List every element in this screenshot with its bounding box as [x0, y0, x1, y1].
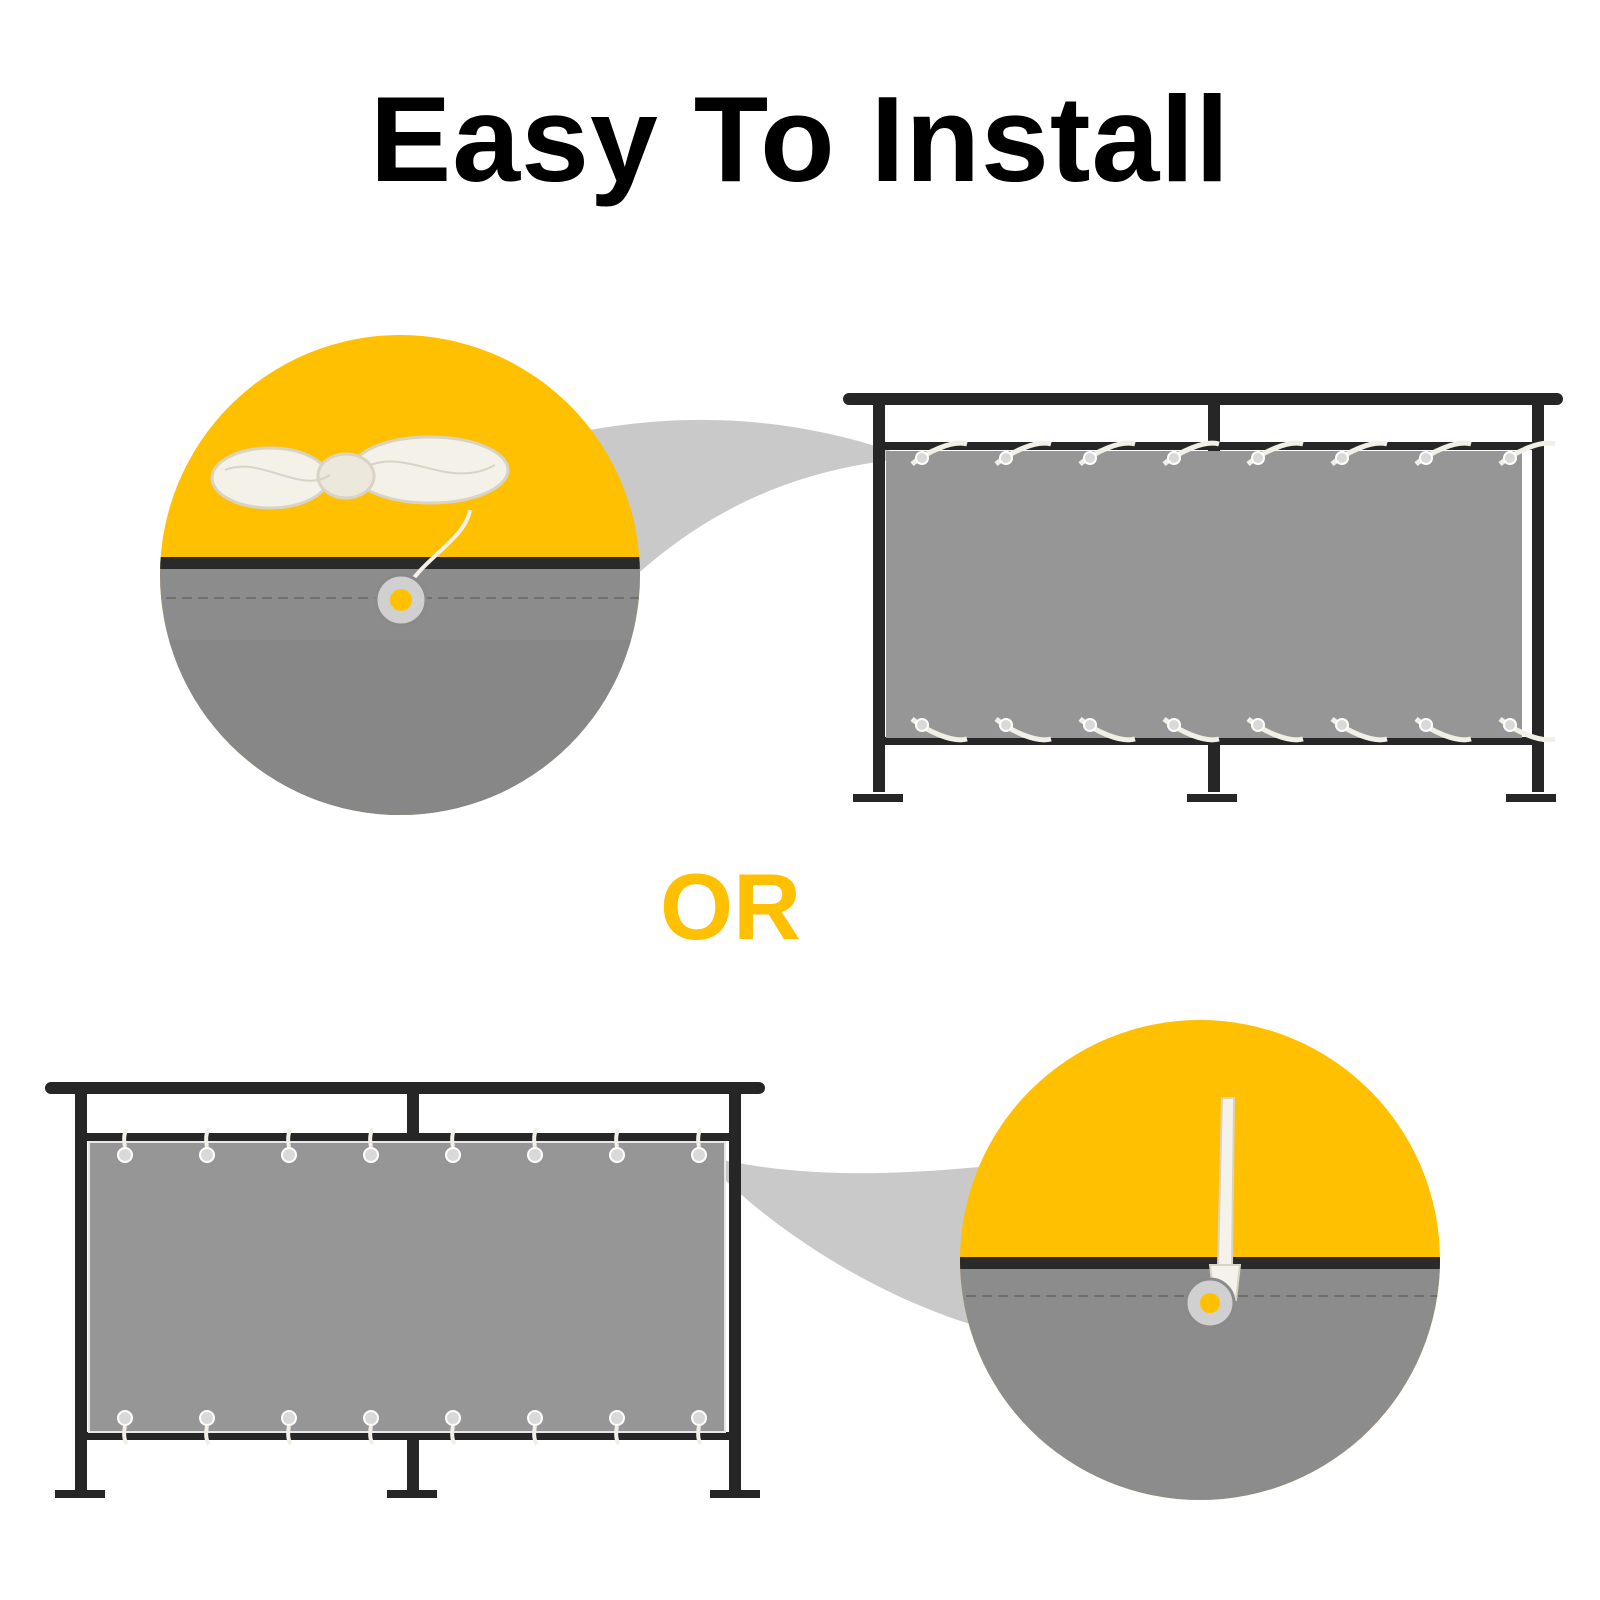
grommet-icon	[609, 1147, 625, 1163]
grommet-icon	[1419, 718, 1433, 732]
cable-tie	[696, 1425, 703, 1446]
grommet-icon	[117, 1410, 133, 1426]
grommet-icon	[1167, 718, 1181, 732]
grommet-icon	[1503, 718, 1517, 732]
grommet-icon	[1419, 451, 1433, 465]
grommet-icon	[445, 1410, 461, 1426]
rope-method-example	[160, 335, 1563, 815]
grommet-icon	[1251, 451, 1265, 465]
cable-tie	[286, 1127, 293, 1148]
cable-tie	[532, 1127, 539, 1148]
grommet-icon	[691, 1147, 707, 1163]
grommet-icon	[117, 1147, 133, 1163]
grommet-icon	[527, 1147, 543, 1163]
rope-coil-icon	[210, 435, 510, 593]
cable-tie	[122, 1425, 129, 1446]
cable-tie	[614, 1127, 621, 1148]
cable-tie	[204, 1425, 211, 1446]
cable-tie	[204, 1127, 211, 1148]
zoom-callout	[700, 1155, 1000, 1330]
grommet-icon	[999, 451, 1013, 465]
privacy-screen	[886, 451, 1522, 738]
zoom-callout	[590, 419, 910, 600]
grommet-icon	[363, 1410, 379, 1426]
grommet-icon	[281, 1410, 297, 1426]
grommet-icon	[915, 718, 929, 732]
cable-tie	[286, 1425, 293, 1446]
grommet-icon	[1083, 718, 1097, 732]
privacy-screen	[88, 1141, 726, 1433]
cable-tie-row	[117, 1127, 707, 1446]
grommet-icon	[374, 573, 428, 627]
grommet-icon	[1251, 718, 1265, 732]
cable-tie	[696, 1127, 703, 1148]
cable-tie	[368, 1127, 375, 1148]
grommet-icon	[363, 1147, 379, 1163]
grommet-icon	[1167, 451, 1181, 465]
or-divider: OR	[660, 854, 801, 959]
page-title: Easy To Install	[369, 71, 1231, 207]
cable-tie	[450, 1127, 457, 1148]
grommet-icon	[281, 1147, 297, 1163]
rope-lacing	[910, 440, 1556, 743]
grommet-icon	[999, 718, 1013, 732]
grommet-icon	[1335, 451, 1349, 465]
cable-tie	[450, 1425, 457, 1446]
grommet-icon	[1184, 1277, 1236, 1329]
cable-tie-method-example	[45, 1020, 1440, 1500]
grommet-icon	[199, 1147, 215, 1163]
grommet-icon	[1335, 718, 1349, 732]
grommet-icon	[199, 1410, 215, 1426]
railing-with-cable-ties	[45, 1082, 765, 1498]
cable-tie	[368, 1425, 375, 1446]
cable-tie	[122, 1127, 129, 1148]
cable-tie-zoom-circle	[960, 1020, 1440, 1500]
railing-with-rope	[843, 393, 1563, 802]
grommet-icon	[691, 1410, 707, 1426]
cable-tie	[532, 1425, 539, 1446]
cable-tie	[614, 1425, 621, 1446]
grommet-icon	[1083, 451, 1097, 465]
grommet-icon	[915, 451, 929, 465]
grommet-icon	[527, 1410, 543, 1426]
grommet-icon	[1503, 451, 1517, 465]
grommet-icon	[609, 1410, 625, 1426]
grommet-icon	[445, 1147, 461, 1163]
rope-zoom-circle	[160, 335, 640, 815]
